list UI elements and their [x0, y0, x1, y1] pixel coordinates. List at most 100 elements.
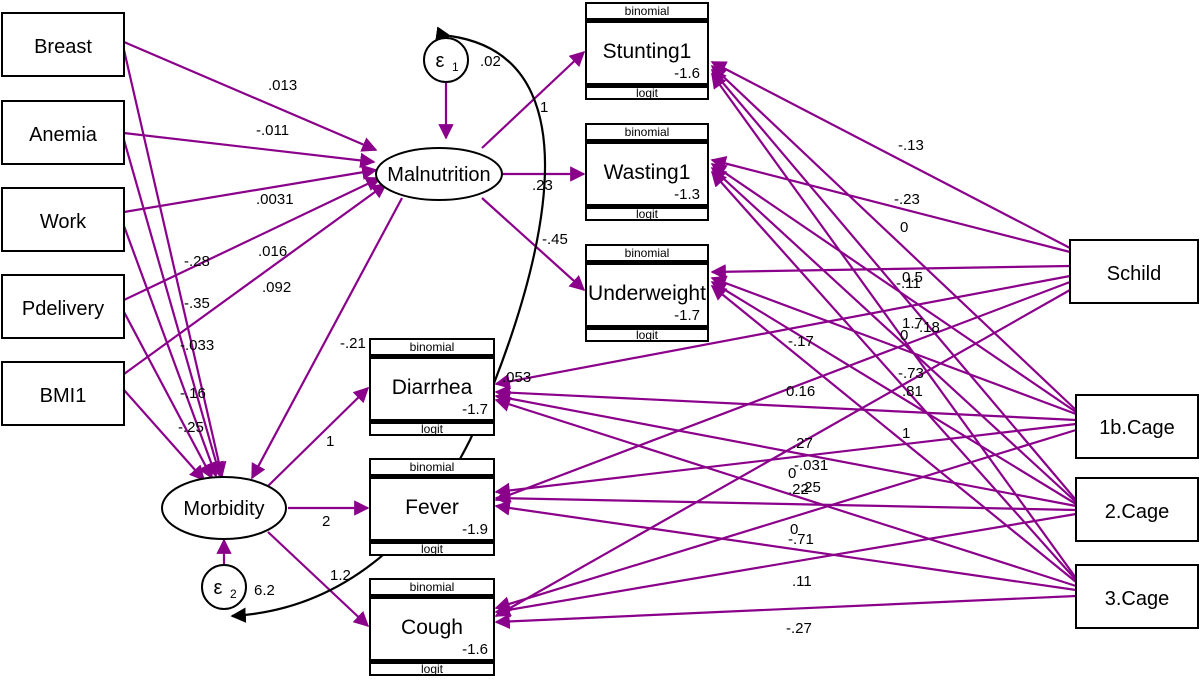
label-pdelivery: Pdelivery — [22, 298, 104, 320]
box-3cage: 3.Cage — [1075, 564, 1199, 629]
edge-morbidity-cough — [267, 531, 370, 628]
coef-breast-mor: -.28 — [184, 253, 210, 270]
error-e2: ε 2 — [201, 564, 247, 610]
edge-3cage-wasting — [710, 170, 1077, 581]
edge-work-malnutrition — [123, 164, 378, 214]
coef-c-k: .27 — [792, 435, 813, 452]
coef-c-p: 0 — [790, 521, 798, 538]
underweight-family: binomial — [625, 246, 670, 260]
coef-mal-stunt: 1 — [540, 99, 548, 116]
edge-bmi-morbidity — [123, 389, 206, 482]
coef-c-o: .25 — [800, 479, 821, 496]
coef-c-q: -.71 — [788, 531, 814, 548]
stunting1-name: Stunting1 — [603, 40, 692, 63]
edge-2cage-wasting — [710, 166, 1077, 503]
label-3cage: 3.Cage — [1105, 588, 1170, 610]
box-anemia: Anemia — [1, 100, 125, 165]
latent-morbidity: Morbidity — [161, 476, 287, 540]
outcome-cough: binomial Cough -1.6 logit — [369, 578, 495, 676]
coef-breast-mal: .013 — [268, 77, 297, 94]
edge-pdelivery-morbidity — [123, 311, 213, 480]
e1-sub: 1 — [452, 60, 459, 74]
coef-mal-under: -.45 — [542, 231, 568, 248]
wasting1-constant: -1.3 — [674, 186, 700, 203]
edge-1bcage-fever — [494, 422, 1077, 499]
edge-3cage-cough — [494, 594, 1077, 630]
coef-mal-wast: .23 — [532, 177, 553, 194]
edge-2cage-fever — [494, 490, 1077, 512]
stunting1-constant: -1.6 — [674, 65, 700, 82]
coef-anemia-mor: -.35 — [184, 295, 210, 312]
edge-schild-diarrhea — [494, 274, 1071, 390]
label-2cage: 2.Cage — [1105, 501, 1170, 523]
edge-3cage-fever — [494, 500, 1077, 592]
edge-malnutrition-stunting — [481, 50, 586, 149]
cough-constant: -1.6 — [462, 641, 488, 658]
coef-c-c: 1.7 — [902, 315, 923, 332]
edge-morbidity-diarrhea — [267, 386, 370, 487]
coef-c-j: 1 — [902, 425, 910, 442]
fever-name: Fever — [405, 496, 459, 519]
coef-c-d: -.18 — [914, 319, 940, 336]
edge-1bcage-cough — [494, 428, 1077, 612]
box-2cage: 2.Cage — [1075, 477, 1199, 542]
edge-breast-morbidity — [122, 49, 227, 478]
outcome-fever: binomial Fever -1.9 logit — [369, 458, 495, 556]
underweight-name: Underweight — [588, 282, 706, 305]
edge-2cage-stunting — [711, 68, 1077, 501]
edge-3cage-diarrhea — [494, 396, 1077, 588]
e1-symbol: ε — [436, 50, 445, 72]
coef-mor-fever: 2 — [322, 513, 330, 530]
label-bmi1: BMI1 — [40, 385, 87, 407]
edge-schild-underweight — [710, 264, 1071, 280]
coef-c-i: 0.16 — [786, 383, 815, 400]
error-e1: ε 1 — [423, 37, 469, 83]
fever-family: binomial — [410, 460, 455, 474]
left-edges — [122, 40, 586, 628]
edge-anemia-malnutrition — [123, 131, 376, 169]
coef-mal-mor: -.21 — [340, 335, 366, 352]
box-breast: Breast — [1, 12, 125, 77]
coef-e2-var: 6.2 — [254, 582, 275, 599]
edge-breast-malnutrition — [123, 40, 378, 152]
coef-mor-diar: 1 — [326, 433, 334, 450]
coef-pdel-mor: -.16 — [180, 385, 206, 402]
latent-malnutrition: Malnutrition — [375, 147, 503, 201]
box-schild: Schild — [1069, 239, 1199, 304]
edge-3cage-stunting — [711, 72, 1077, 579]
coef-c-g: -.73 — [898, 365, 924, 382]
coef-c-b: -.11 — [896, 275, 921, 292]
edge-2cage-cough — [494, 512, 1077, 618]
edge-1bcage-diarrhea — [494, 384, 1077, 422]
wasting1-family: binomial — [625, 125, 670, 139]
coef-c-f: -.17 — [788, 333, 814, 350]
diarrhea-family: binomial — [410, 340, 455, 354]
coef-work-mor: -.033 — [180, 337, 214, 354]
coef-c-h: .81 — [902, 383, 923, 400]
coef-mor-cough: 1.2 — [330, 567, 351, 584]
coef-c-m: 0 — [788, 465, 796, 482]
coef-pdel-mal: .016 — [258, 243, 287, 260]
box-1bcage: 1b.Cage — [1075, 394, 1199, 459]
covariate-edges — [494, 61, 1077, 630]
coef-anemia-mal: -.011 — [256, 122, 289, 139]
label-anemia: Anemia — [29, 124, 98, 146]
label-morbidity: Morbidity — [183, 498, 264, 520]
coef-c-n: .22 — [788, 481, 809, 498]
coef-schild-diar: .053 — [502, 369, 531, 386]
cough-family: binomial — [410, 580, 455, 594]
edge-work-morbidity — [122, 225, 219, 478]
box-work: Work — [1, 187, 125, 252]
coef-c-a: 0.5 — [902, 269, 923, 286]
coef-e1-var: .02 — [480, 53, 501, 70]
fever-link: logit — [421, 542, 444, 556]
coef-work-mal: .0031 — [256, 191, 294, 208]
label-schild: Schild — [1107, 263, 1161, 285]
edge-schild-stunting — [710, 61, 1071, 249]
wasting1-link: logit — [636, 207, 659, 221]
edge-schild-fever — [494, 280, 1071, 503]
fever-constant: -1.9 — [462, 521, 488, 538]
edge-3cage-underweight — [710, 285, 1077, 583]
diarrhea-constant: -1.7 — [462, 401, 488, 418]
